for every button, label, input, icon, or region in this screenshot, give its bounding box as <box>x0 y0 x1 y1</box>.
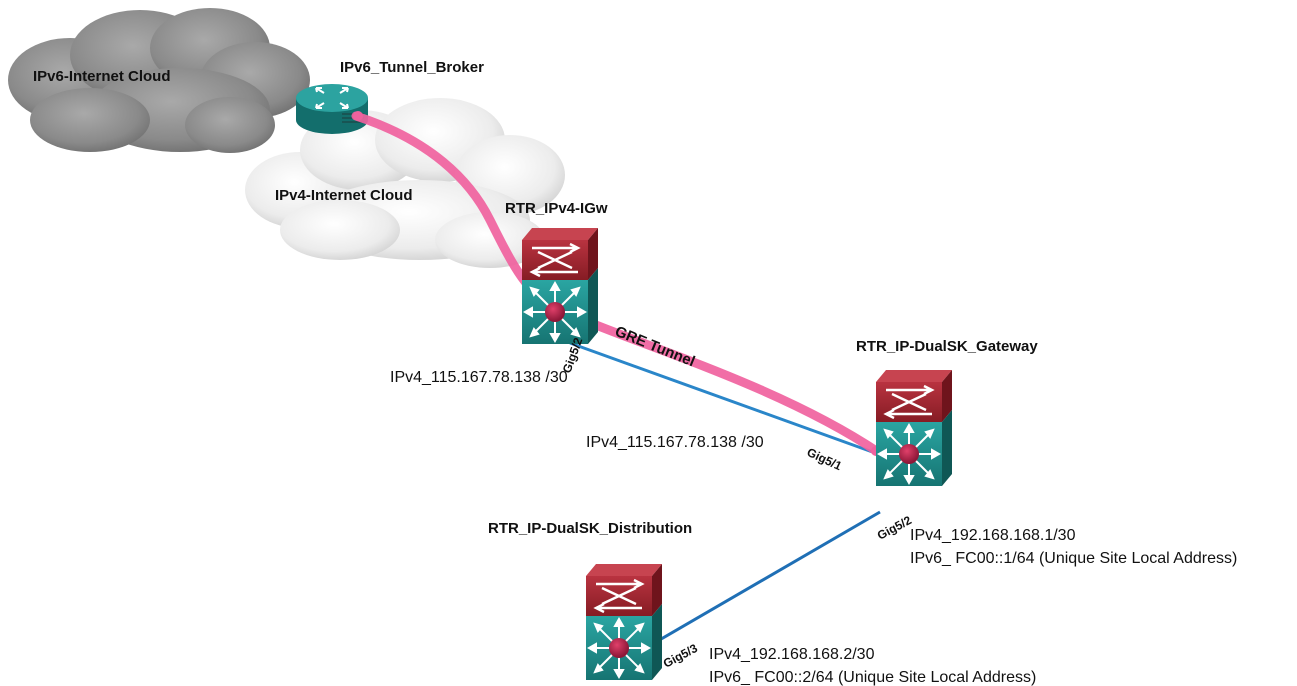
distribution-label: RTR_IP-DualSK_Distribution <box>488 520 692 537</box>
link-gateway-distribution <box>655 510 881 644</box>
gateway-lan-ipv6-address: IPv6_ FC00::1/64 (Unique Site Local Addr… <box>910 550 1237 567</box>
distribution-router <box>584 562 664 682</box>
gateway-wan-interface-label: Gig5/1 <box>805 445 844 473</box>
ipv4-cloud-label: IPv4-Internet Cloud <box>275 187 413 204</box>
ipv4-internet-cloud: IPv4-Internet Cloud <box>245 98 565 268</box>
tunnel-broker-router <box>296 84 368 134</box>
ipv6-cloud-label: IPv6-Internet Cloud <box>33 68 171 85</box>
ipv6-internet-cloud: IPv6-Internet Cloud <box>8 8 310 153</box>
tunnel-endpoint-broker <box>353 111 363 121</box>
gateway-lan-interface-label: Gig5/2 <box>875 513 914 543</box>
igw-ipv4-address: IPv4_115.167.78.138 /30 <box>390 369 568 386</box>
igw-router <box>520 226 600 346</box>
tunnel-broker-label: IPv6_Tunnel_Broker <box>340 59 484 76</box>
distribution-interface-label: Gig5/3 <box>661 641 700 671</box>
gateway-wan-ipv4-address: IPv4_115.167.78.138 /30 <box>586 434 764 451</box>
gateway-lan-ipv4-address: IPv4_192.168.168.1/30 <box>910 527 1076 544</box>
distribution-ipv4-address: IPv4_192.168.168.2/30 <box>709 646 875 663</box>
gateway-label: RTR_IP-DualSK_Gateway <box>856 338 1038 355</box>
distribution-ipv6-address: IPv6_ FC00::2/64 (Unique Site Local Addr… <box>709 669 1036 686</box>
igw-label: RTR_IPv4-IGw <box>505 200 608 217</box>
link-igw-gateway <box>569 341 879 456</box>
gateway-router <box>874 368 954 488</box>
